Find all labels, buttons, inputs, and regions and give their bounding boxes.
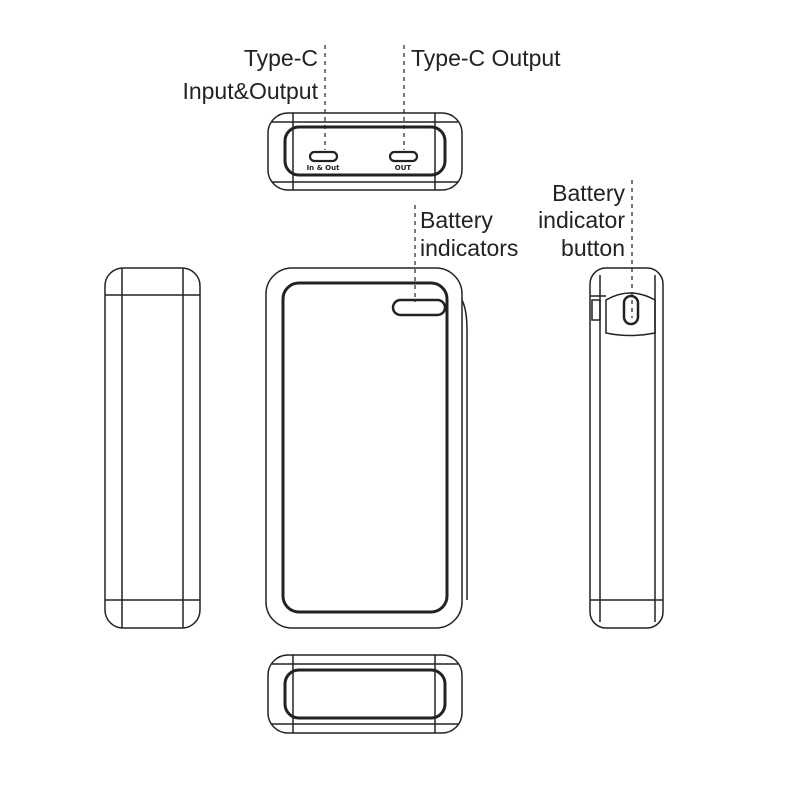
battery-indicator-button[interactable] [622,294,640,326]
label-button-line3: button [561,235,625,261]
top-view: In & Out OUT [267,112,463,191]
label-indicators-line1: Battery [420,207,493,233]
port-label-in-out: In & Out [307,164,341,172]
left-side-view [104,267,201,629]
label-typec-io-line2: Input&Output [182,78,318,104]
label-button-line2: indicator [538,207,625,233]
right-side-view [589,267,664,629]
usb-c-port-in-out [308,150,339,163]
bottom-view [267,654,463,734]
front-view [265,267,468,629]
battery-indicator-window [391,298,447,317]
label-typec-output: Type-C Output [411,45,561,71]
label-typec-io-line1: Type-C [243,45,318,71]
label-button-line1: Battery [552,180,625,206]
label-indicators-line2: indicators [420,235,519,261]
port-label-out: OUT [395,164,412,172]
usb-c-port-out [388,150,419,163]
